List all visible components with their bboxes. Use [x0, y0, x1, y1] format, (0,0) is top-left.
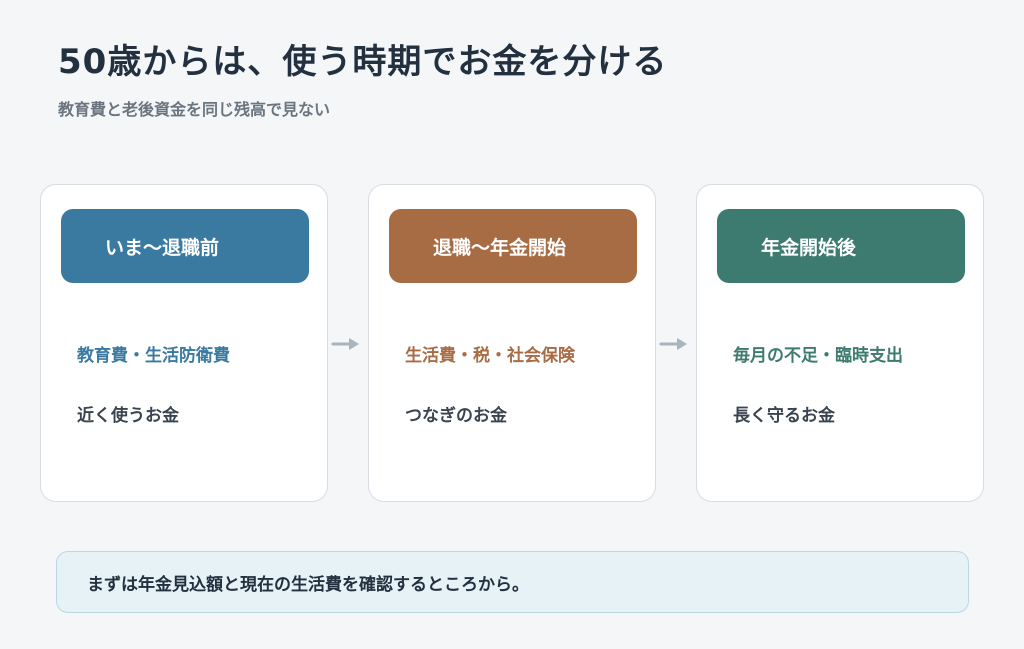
- stage-card-bridge: 退職〜年金開始 生活費・税・社会保険 つなぎのお金: [368, 184, 656, 502]
- arrow-right-icon: [331, 338, 359, 350]
- stage-header: 年金開始後: [717, 209, 965, 283]
- stage-item: 毎月の不足・臨時支出: [733, 346, 903, 366]
- stage-item: 生活費・税・社会保険: [405, 346, 575, 366]
- arrow-right-icon: [659, 338, 687, 350]
- stage-note: つなぎのお金: [405, 406, 507, 426]
- stage-note: 近く使うお金: [77, 406, 179, 426]
- stage-card-before-retirement: いま〜退職前 教育費・生活防衛費 近く使うお金: [40, 184, 328, 502]
- page-subtitle: 教育費と老後資金を同じ残高で見ない: [58, 100, 331, 119]
- page-title: 50歳からは、使う時期でお金を分ける: [58, 42, 668, 82]
- stage-header: いま〜退職前: [61, 209, 309, 283]
- next-step-banner: まずは年金見込額と現在の生活費を確認するところから。: [56, 551, 969, 613]
- stage-item: 教育費・生活防衛費: [77, 346, 230, 366]
- stage-header: 退職〜年金開始: [389, 209, 637, 283]
- stage-card-after-pension: 年金開始後 毎月の不足・臨時支出 長く守るお金: [696, 184, 984, 502]
- stage-note: 長く守るお金: [733, 406, 835, 426]
- banner-text: まずは年金見込額と現在の生活費を確認するところから。: [87, 574, 529, 595]
